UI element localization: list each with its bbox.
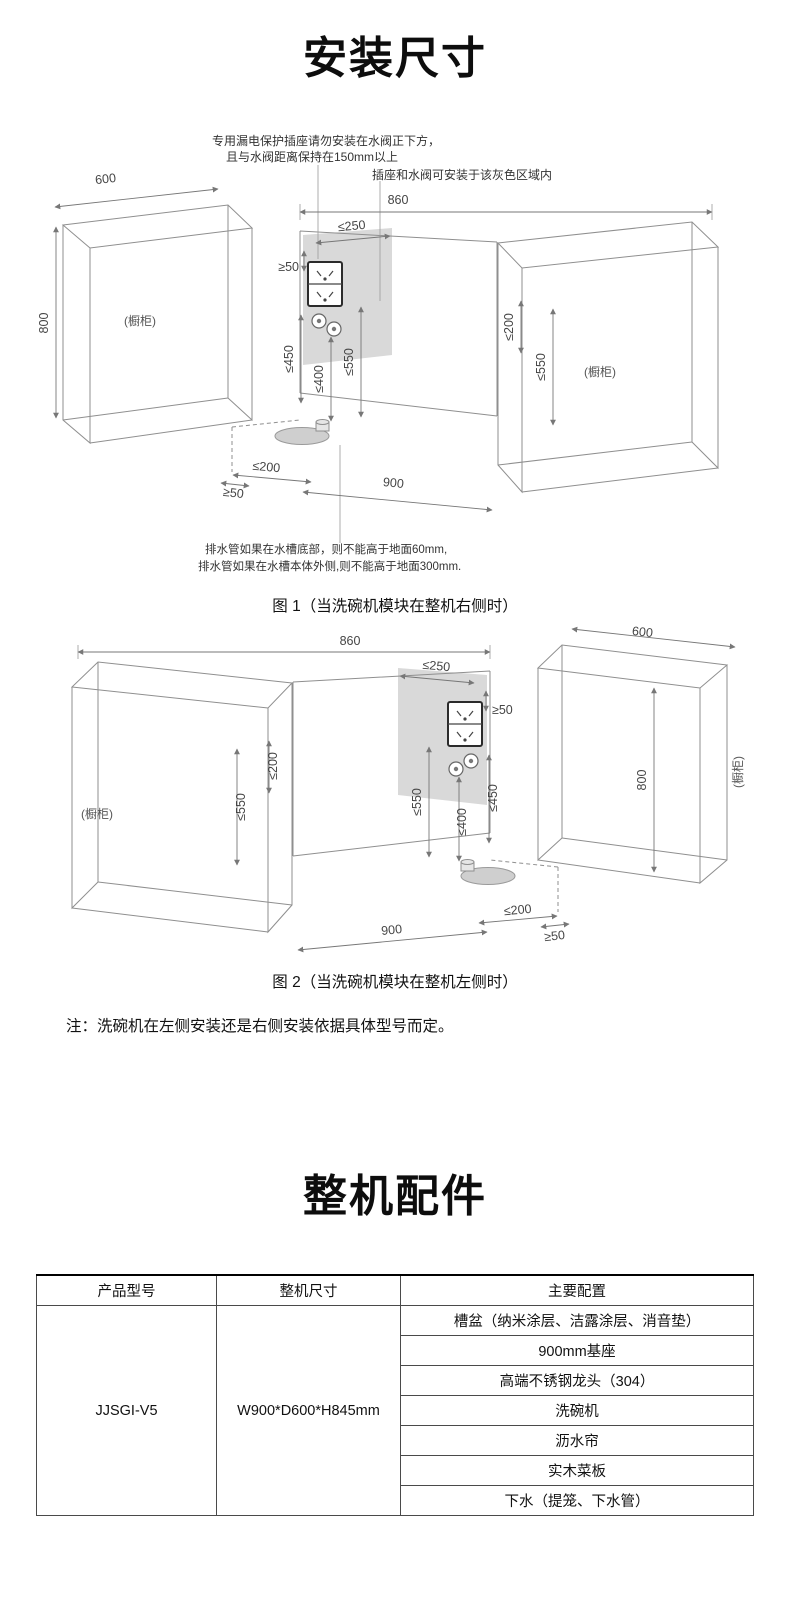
figure1-dimension-lines: [53, 186, 713, 513]
figure1-left-cabinet-label: (橱柜): [124, 314, 156, 328]
section-title-installation: 安装尺寸: [303, 34, 487, 83]
col-header-model: 产品型号: [36, 1274, 217, 1306]
figure2-valve-icons: [448, 753, 479, 777]
install-note: 注：洗碗机在左侧安装还是右侧安装依据具体型号而定。: [66, 1018, 454, 1035]
figure1-drain-note-line2: 排水管如果在水槽本体外侧,则不能高于地面300mm.: [198, 559, 461, 573]
table-row: 下水（提笼、下水管）: [37, 1485, 754, 1516]
figure2-drain-icon: [460, 859, 516, 885]
figure1-dim-800: 800: [37, 313, 51, 334]
figure1-dim-550-right: ≤550: [534, 353, 548, 381]
figure1-wall-floor-lines: [231, 230, 498, 472]
figure2-left-cabinet-label: (橱柜): [81, 807, 113, 821]
figure1-gray-zone-note: 插座和水阀可安装于该灰色区域内: [372, 167, 552, 182]
config-cell: 900mm基座: [400, 1335, 754, 1366]
table-header-row: 产品型号 整机尺寸 主要配置: [36, 1274, 754, 1306]
figure1-right-cabinet-label: (橱柜): [584, 365, 616, 379]
figure2-dim-550-left: ≤550: [234, 793, 248, 821]
figure2-dim-200-left: ≤200: [266, 752, 280, 780]
figure1-dim-550-mid: ≤550: [342, 348, 356, 376]
config-cell: 实木菜板: [400, 1455, 754, 1486]
figure2-right-cabinet-label: (橱柜): [731, 756, 745, 788]
figure1-socket-icon: [307, 261, 343, 307]
figure2-caption: 图 2（当洗碗机模块在整机左侧时）: [272, 974, 518, 991]
config-cell: 下水（提笼、下水管）: [400, 1485, 754, 1516]
col-header-config: 主要配置: [400, 1274, 754, 1306]
figure1-dim-250: ≤250: [337, 218, 366, 234]
figure1-dim-860: 860: [388, 193, 409, 207]
figure2-diagram: 860 600 800 (橱柜) (橱柜) ≤250 ≥50 ≤450 ≤550…: [70, 624, 745, 953]
figure2-dim-200-bottom: ≤200: [503, 902, 532, 918]
figure2-dim-250: ≤250: [422, 658, 451, 674]
figure2-dimension-lines: [77, 626, 736, 953]
config-cell: 沥水帘: [400, 1425, 754, 1456]
table-row: 沥水帘: [37, 1425, 754, 1456]
figure1-diagram: 专用漏电保护插座请勿安装在水阀正下方， 且与水阀距离保持在150mm以上 插座和…: [37, 133, 720, 573]
figure1-right-cabinet: [496, 221, 720, 494]
size-cell: W900*D600*H845mm: [216, 1305, 401, 1516]
figure2-right-cabinet: [536, 644, 729, 885]
figure1-socket-warning-line1: 专用漏电保护插座请勿安装在水阀正下方，: [212, 133, 440, 148]
figure2-dim-550-mid: ≤550: [410, 788, 424, 816]
figure1-dim-400: ≤400: [312, 365, 326, 393]
config-cell: 高端不锈钢龙头（304）: [400, 1365, 754, 1396]
figure1-socket-warning-line2: 且与水阀距离保持在150mm以上: [226, 149, 398, 164]
figure1-dim-200-right: ≤200: [502, 313, 516, 341]
figure1-dim-ge50-bottom: ≥50: [222, 485, 244, 501]
col-header-size: 整机尺寸: [216, 1274, 401, 1306]
figure2-left-cabinet: [70, 661, 294, 934]
section-title-accessories: 整机配件: [303, 1172, 487, 1221]
figure1-dim-450: ≤450: [282, 345, 296, 373]
config-cell: 槽盆（纳米涂层、洁露涂层、消音垫）: [400, 1305, 754, 1336]
accessories-table: 产品型号 整机尺寸 主要配置 JJSGI-V5 W900*D600*H845mm…: [36, 1274, 754, 1516]
figure1-dim-900: 900: [382, 475, 404, 491]
figure2-dim-860: 860: [340, 634, 361, 648]
figure1-drain-icon: [274, 419, 330, 445]
table-row: 高端不锈钢龙头（304）: [37, 1365, 754, 1396]
table-row: 900mm基座: [37, 1335, 754, 1366]
figure1-dim-600: 600: [94, 171, 116, 187]
figure1-valve-icons: [311, 313, 342, 337]
figure2-dim-400: ≤400: [455, 808, 469, 836]
figure2-dim-ge50-top: ≥50: [492, 703, 513, 717]
figure1-caption: 图 1（当洗碗机模块在整机右侧时）: [272, 598, 518, 615]
figure2-wall-floor-lines: [292, 670, 559, 912]
table-row: JJSGI-V5 W900*D600*H845mm 槽盆（纳米涂层、洁露涂层、消…: [36, 1305, 754, 1516]
figure1-drain-note-line1: 排水管如果在水槽底部，则不能高于地面60mm,: [205, 542, 447, 556]
config-cell: 洗碗机: [400, 1395, 754, 1426]
table-row: 洗碗机: [37, 1395, 754, 1426]
figure2-dim-900: 900: [381, 922, 403, 938]
model-cell: JJSGI-V5: [36, 1305, 217, 1516]
figure2-dim-450: ≤450: [486, 784, 500, 812]
figure2-dim-800: 800: [635, 770, 649, 791]
figure2-dim-ge50-bottom: ≥50: [544, 928, 566, 944]
figure1-left-cabinet: [61, 204, 254, 445]
figure1-dim-200-bottom: ≤200: [252, 459, 281, 475]
figure1-dim-ge50-top: ≥50: [278, 260, 299, 274]
figure2-socket-icon: [447, 701, 483, 747]
figure2-dim-600: 600: [631, 624, 653, 640]
